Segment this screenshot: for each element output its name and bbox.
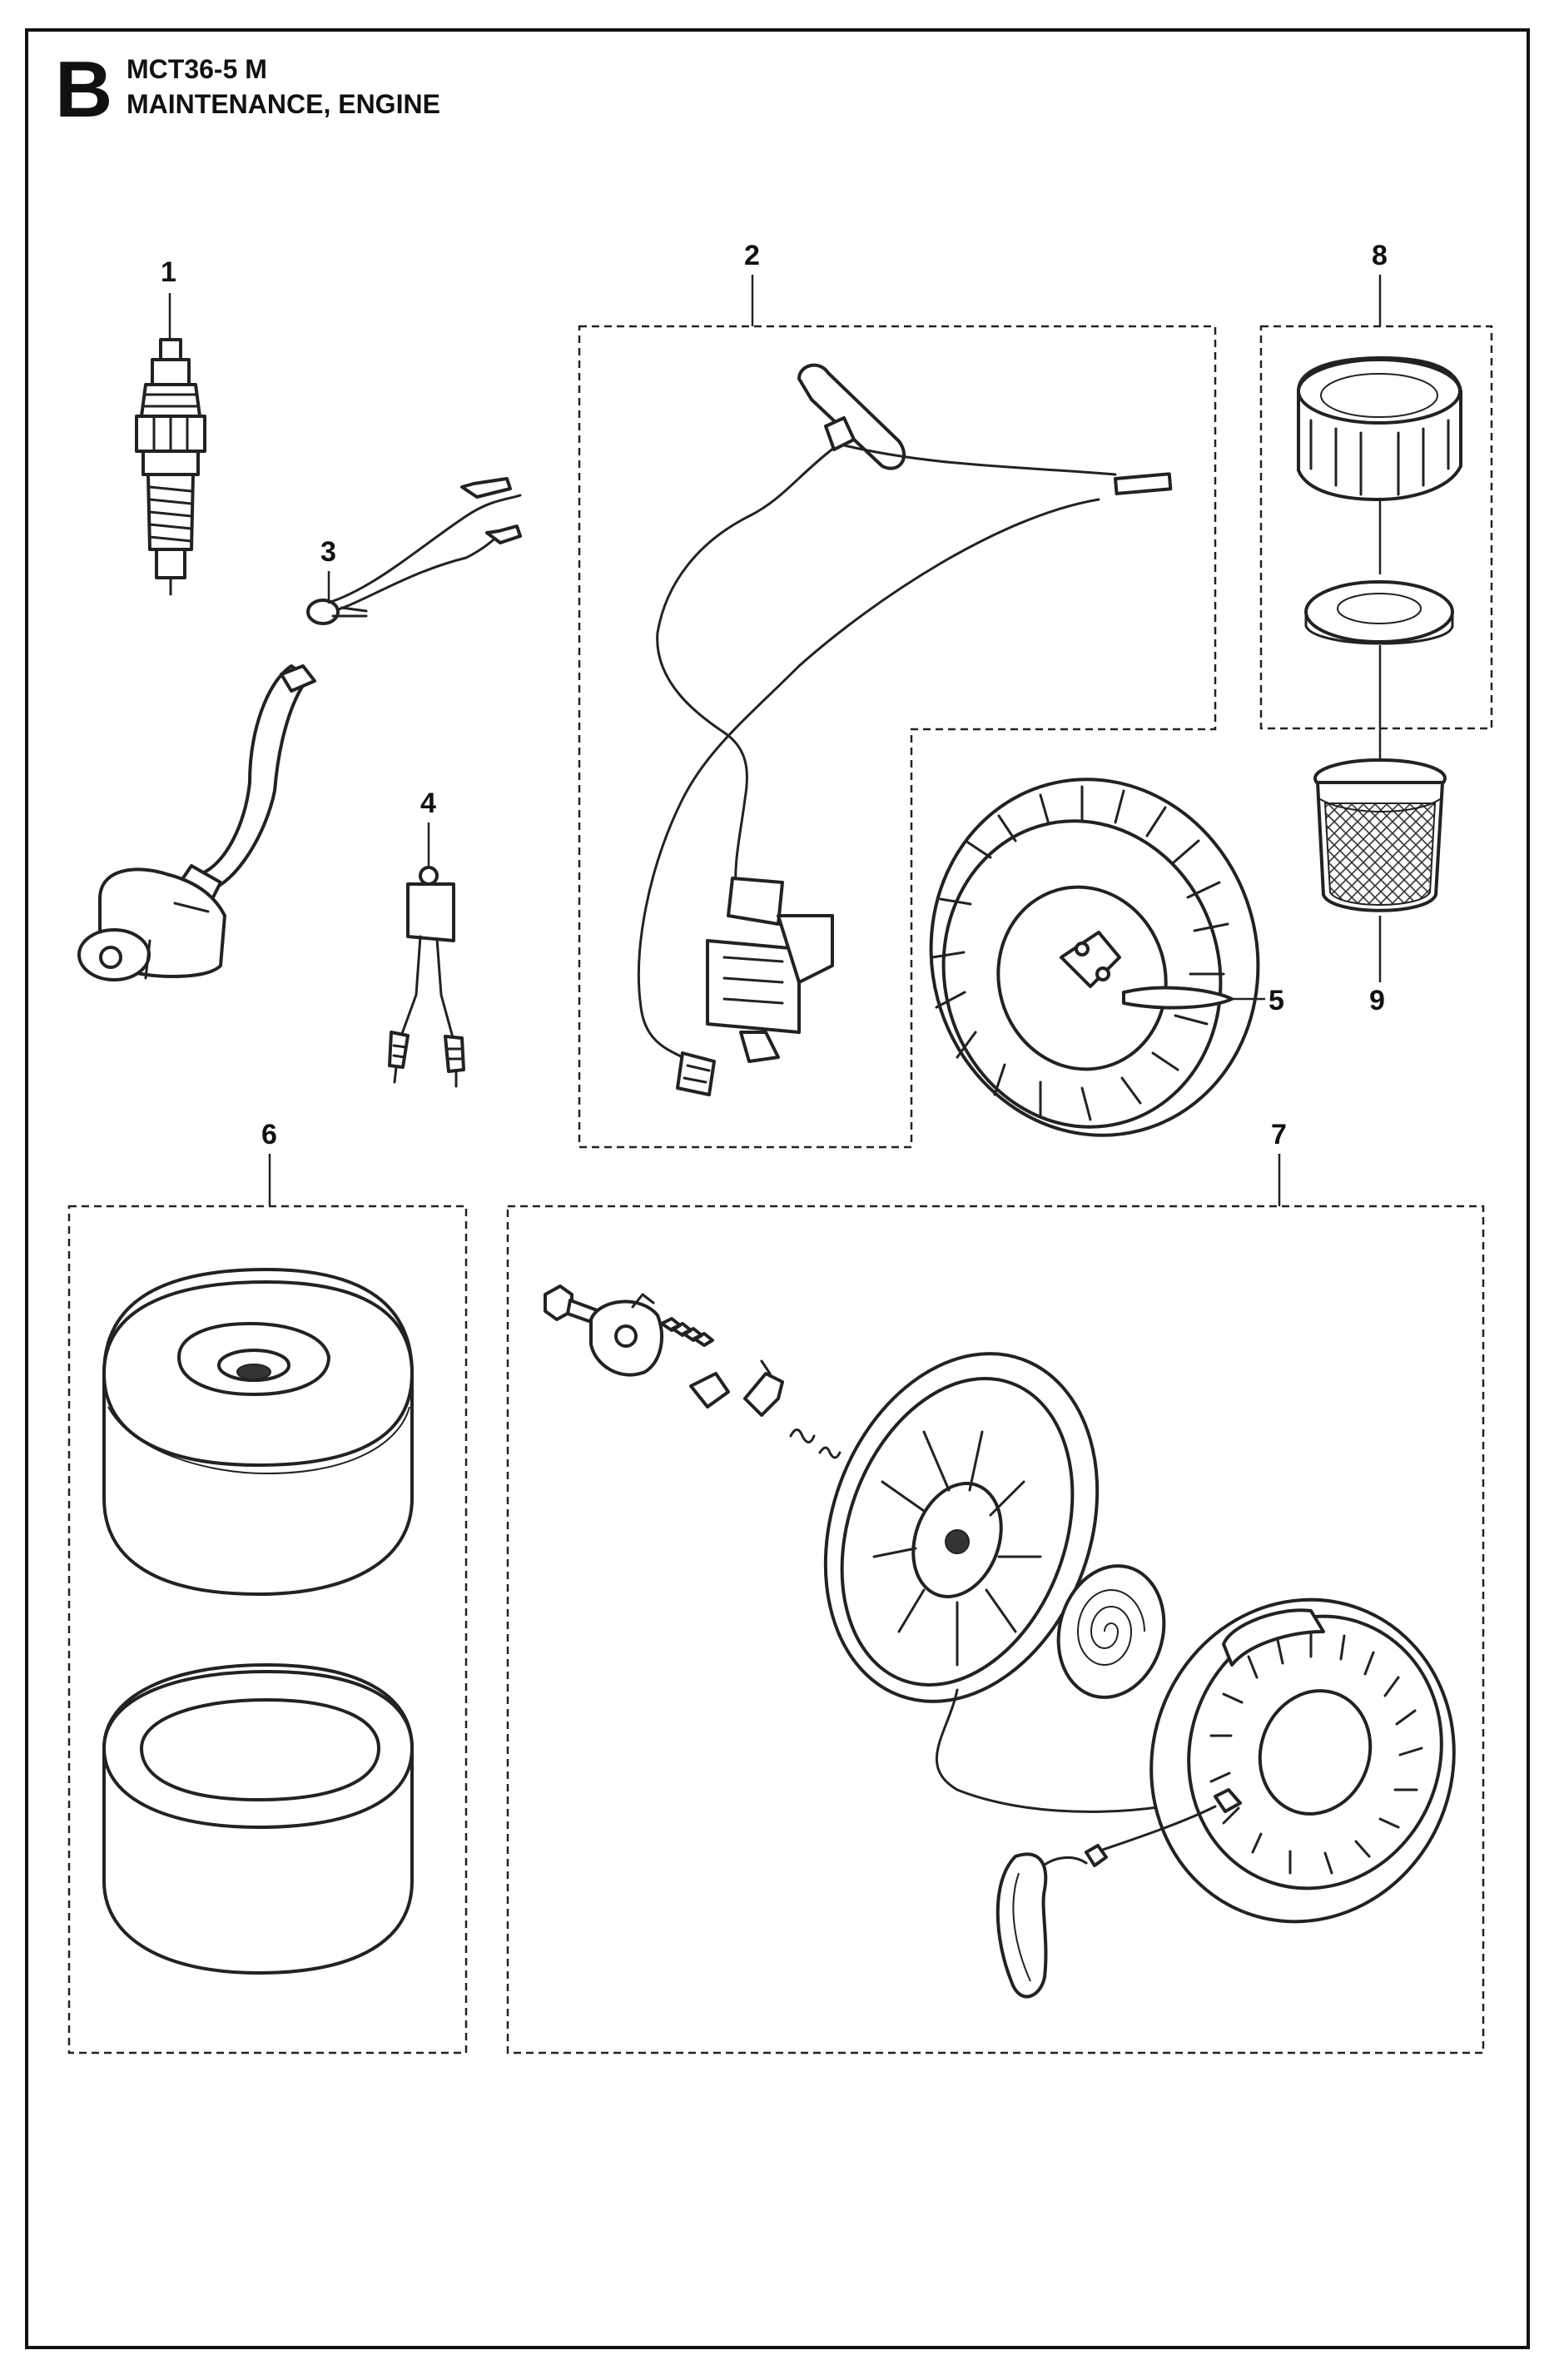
- air-filter-element-part: [102, 1268, 414, 1596]
- recoil-starter-group-box: [506, 1205, 1485, 2055]
- callout-7: 7: [1271, 1119, 1287, 1150]
- callout-5: 5: [1269, 985, 1284, 1016]
- page-border: [25, 28, 1530, 2349]
- callout-6: 6: [261, 1119, 277, 1150]
- ignition-coil-part: [637, 363, 1173, 1096]
- spark-plug-part: [135, 338, 206, 596]
- callout-2: 2: [744, 240, 760, 271]
- fuel-cap-group-box: [1259, 325, 1493, 730]
- model-number: MCT36-5 M: [127, 54, 267, 84]
- callout-1: 1: [161, 256, 176, 288]
- callout-9: 9: [1369, 985, 1385, 1016]
- diode-part: [388, 866, 465, 1088]
- flywheel-part: [929, 778, 1260, 1137]
- recoil-starter-part: [544, 1284, 1456, 1999]
- fuel-strainer-part: [1313, 758, 1447, 912]
- air-filter-foam-part: [102, 1663, 414, 1975]
- section-letter: B: [55, 45, 112, 134]
- air-filter-group-box: [67, 1205, 468, 2055]
- page-title: MAINTENANCE, ENGINE: [127, 89, 440, 119]
- ignition-lead-part: [77, 477, 522, 981]
- fuel-cap-part: [1297, 356, 1462, 774]
- callout-3: 3: [320, 536, 336, 568]
- callout-4: 4: [420, 788, 436, 819]
- callout-8: 8: [1372, 240, 1388, 271]
- ignition-coil-group-box: [578, 325, 1217, 1149]
- header: B MCT36-5 M MAINTENANCE, ENGINE: [55, 45, 440, 134]
